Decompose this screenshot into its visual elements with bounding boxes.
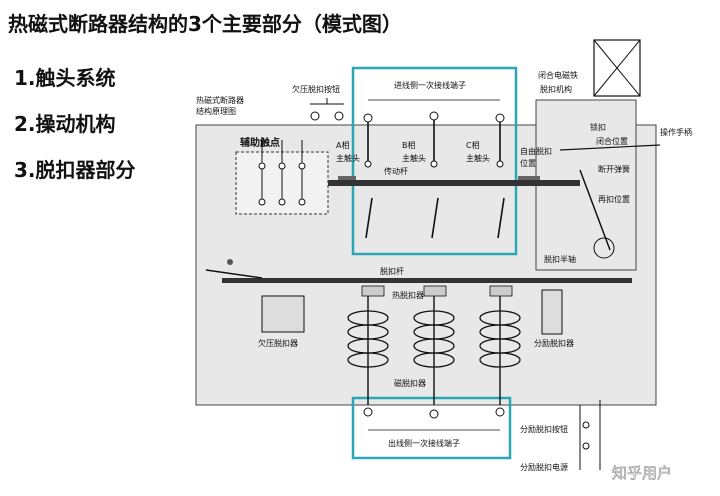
trip-half-shaft-label: 脱扣半轴	[544, 254, 576, 264]
phase-conductors	[365, 120, 505, 239]
input-terminals-label: 进线侧一次接线端子	[394, 80, 466, 90]
point-release-part: 3.脱扣器部分	[14, 158, 136, 182]
point-operating-mechanism: 2.操动机构	[14, 112, 116, 136]
phase-c-label-line2: 主触头	[466, 153, 490, 163]
phase-a-label-line1: A相	[336, 140, 349, 150]
operating-handle	[559, 144, 661, 151]
watermark: 知乎用户	[612, 464, 672, 482]
box-label-line1: 热磁式断路器	[196, 95, 244, 105]
shunt-release-label: 分励脱扣器	[534, 338, 574, 348]
thermal-release-label: 热脱扣器	[392, 290, 424, 300]
undervoltage-release	[261, 295, 305, 333]
output-terminals-label: 出线侧一次接线端子	[388, 438, 460, 448]
box-label-line2: 结构原理图	[196, 106, 236, 116]
trip-rod	[222, 278, 632, 283]
thermal-release-bars	[361, 285, 513, 297]
reset-position-label: 再扣位置	[598, 194, 630, 204]
trip-rod-label: 脱扣杆	[380, 266, 404, 276]
undervoltage-button	[310, 98, 344, 121]
drive-rod	[250, 180, 580, 186]
point-contact-system: 1.触头系统	[14, 66, 116, 90]
free-release-label-line1: 自由脱扣	[520, 146, 552, 156]
shunt-release	[541, 289, 563, 335]
drive-rod-label: 传动杆	[384, 166, 408, 176]
phase-c-label-line1: C相	[466, 140, 480, 150]
input-terminal-screws	[363, 111, 505, 123]
shunt-button-label: 分励脱扣按钮	[520, 424, 568, 434]
aux-contact-dots	[258, 162, 306, 206]
aux-contacts-label: 辅助触点	[240, 136, 280, 149]
lock-label: 锁扣	[590, 122, 606, 132]
closing-electromagnet-label-line1: 闭合电磁铁	[538, 70, 578, 80]
closing-electromagnet-label-line2: 脱扣机构	[540, 84, 572, 94]
undervoltage-release-label: 欠压脱扣器	[258, 338, 298, 348]
output-terminal-highlight-box	[351, 396, 512, 460]
handle-label: 操作手柄	[660, 127, 692, 137]
open-spring-label: 断开弹簧	[598, 164, 630, 174]
phase-b-label-line2: 主触头	[402, 153, 426, 163]
output-terminal-screws	[363, 407, 505, 419]
phase-b-label-line1: B相	[402, 140, 416, 150]
contact-highlight-box	[351, 66, 518, 256]
free-release-label-line2: 位置	[520, 158, 536, 168]
close-position-label: 闭合位置	[596, 136, 628, 146]
shunt-power-label: 分励脱扣电源	[520, 462, 568, 472]
undervoltage-button-label: 欠压脱扣按钮	[292, 84, 340, 94]
magnetic-release-label: 磁脱扣器	[394, 378, 426, 388]
main-contact-dots	[364, 160, 504, 168]
phase-a-label-line2: 主触头	[336, 153, 360, 163]
page-title: 热磁式断路器结构的3个主要部分（模式图）	[8, 12, 402, 36]
